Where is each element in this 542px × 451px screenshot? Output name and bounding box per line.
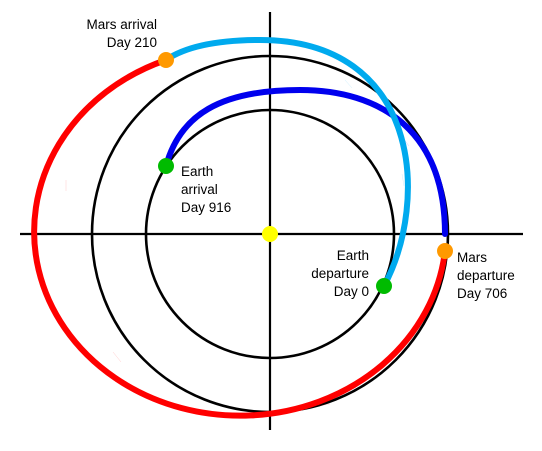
mars-departure-point	[437, 243, 453, 259]
mars-stay-arc	[31, 57, 448, 419]
earth-departure-label-line3: Day 0	[334, 284, 369, 299]
sun-marker	[262, 226, 278, 242]
earth-departure-label-line2: departure	[311, 266, 369, 281]
earth-arrival-label-line3: Day 916	[181, 200, 231, 215]
mars-arrival-point	[158, 52, 174, 68]
return-transfer-arc	[163, 86, 448, 237]
earth-orbit	[144, 108, 396, 360]
outbound-transfer-arrow-1	[401, 173, 405, 187]
mars-departure-label-line3: Day 706	[457, 286, 507, 301]
earth-departure-point	[376, 278, 392, 294]
mars-arrival-label-line1: Mars arrival	[86, 17, 157, 32]
earth-departure-label-line1: Earth	[337, 248, 369, 263]
earth-arrival-point	[158, 158, 174, 174]
mars-departure-label-line2: departure	[457, 268, 515, 283]
mars-stay-arrow-2	[112, 351, 122, 363]
outbound-transfer-arrow-2	[344, 79, 353, 89]
outbound-transfer-arc	[163, 36, 411, 289]
earth-arrival-label-line2: arrival	[181, 182, 218, 197]
mars-arrival-label-line2: Day 210	[107, 35, 157, 50]
mars-stay-arrow-3	[317, 403, 331, 407]
earth-arrival-label-line1: Earth	[181, 164, 213, 179]
mars-departure-label-line1: Mars	[457, 250, 487, 265]
